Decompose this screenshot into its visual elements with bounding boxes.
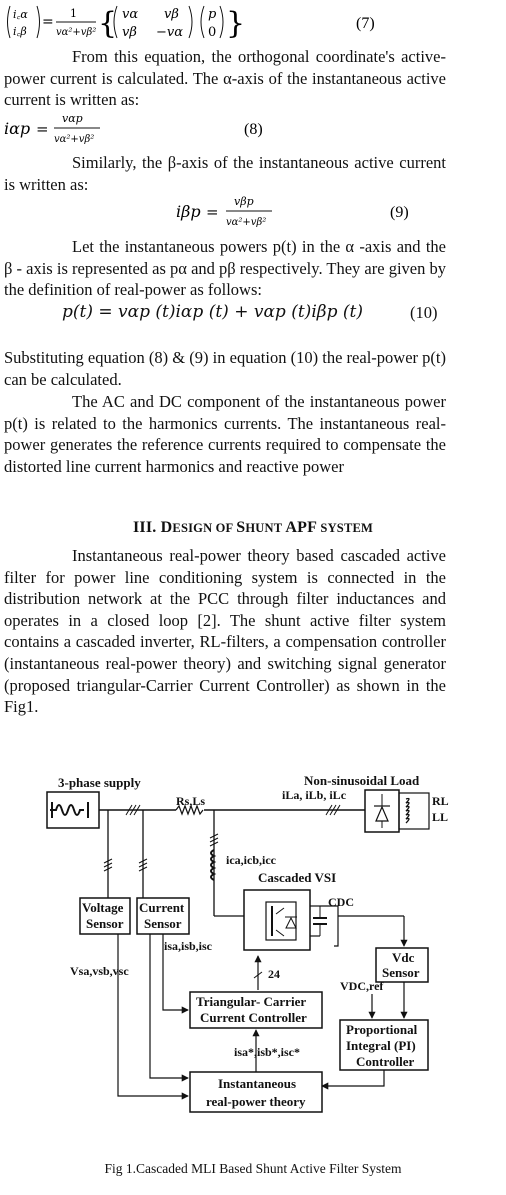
eq10-body: p(t) = vαp (t)iαp (t) + vαp (t)iβp (t) bbox=[62, 302, 363, 322]
eq9-lhs: iβp bbox=[176, 202, 201, 221]
heading-roman: III. D bbox=[132, 519, 173, 536]
heading-s: S bbox=[236, 519, 246, 536]
filter-currents-label: ica,icb,icc bbox=[226, 853, 277, 867]
ref-currents-label: isa*,isb*,isc* bbox=[234, 1045, 300, 1059]
cdc-label: CDC bbox=[328, 895, 354, 909]
eq7-lhs-cb: i꜀β bbox=[13, 25, 27, 38]
eq8-number: (8) bbox=[244, 121, 263, 138]
heading-word1: ESIGN OF bbox=[172, 521, 237, 535]
eq7-v1: p bbox=[208, 7, 217, 22]
equation-9: iβp = vβp vα²+vβ² (9) bbox=[4, 193, 484, 233]
voltage-sensor-l2: Sensor bbox=[86, 916, 124, 931]
eq7-frac-den: vα²+vβ² bbox=[56, 27, 96, 38]
vdc-sensor-l2: Sensor bbox=[382, 965, 420, 980]
svg-text:=: = bbox=[36, 120, 49, 138]
eq7-frac-num: 1 bbox=[70, 7, 77, 20]
rl-label: RL bbox=[432, 794, 449, 808]
paragraph-1: From this equation, the orthogonal coord… bbox=[4, 47, 446, 110]
eq7-m12: vβ bbox=[164, 7, 179, 22]
pulses-label: 24 bbox=[268, 967, 280, 981]
svg-text:}: } bbox=[226, 6, 245, 41]
source-currents-label: isa,isb,isc bbox=[164, 939, 213, 953]
tccc-l2: Current Controller bbox=[200, 1010, 307, 1025]
eq8-num: vαp bbox=[62, 112, 83, 125]
irp-l1: Instantaneous bbox=[218, 1076, 296, 1091]
equation-8-svg: iαp = vαp vα²+vβ² (8) bbox=[4, 112, 263, 145]
tccc-l1: Triangular- Carrier bbox=[196, 994, 306, 1009]
current-sensor-l1: Current bbox=[139, 900, 185, 915]
pi-l1: Proportional bbox=[346, 1022, 418, 1037]
paragraph-6: Instantaneous real-power theory based ca… bbox=[4, 546, 446, 717]
svg-text:{: { bbox=[98, 6, 117, 41]
heading-word2: HUNT bbox=[245, 521, 286, 535]
figure-1: 3-phase supply Non-sinusoidal Load Rs,Ls… bbox=[0, 766, 506, 1126]
eq9-num: vβp bbox=[234, 195, 254, 208]
equation-7-svg: i꜀α i꜀β = 1 vα²+vβ² { vα vβ vβ −vα p 0 }… bbox=[7, 5, 375, 41]
rl-load-box bbox=[398, 792, 430, 830]
paragraph-3: Let the instantaneous powers p(t) in the… bbox=[4, 237, 446, 300]
load-label: Non-sinusoidal Load bbox=[304, 773, 420, 788]
vdc-ref-label: VDC,ref bbox=[340, 979, 384, 993]
ll-label: LL bbox=[432, 810, 448, 824]
voltage-sensor-box bbox=[79, 897, 131, 935]
svg-text:=: = bbox=[42, 14, 54, 30]
svg-text:=: = bbox=[206, 203, 219, 221]
cascaded-vsi-box bbox=[243, 889, 311, 951]
eq10-number: (10) bbox=[410, 303, 438, 322]
source-voltages-label: Vsa,vsb,vsc bbox=[70, 964, 129, 978]
vsi-label: Cascaded VSI bbox=[258, 870, 336, 885]
eq7-number: (7) bbox=[356, 15, 375, 32]
equation-7: i꜀α i꜀β = 1 vα²+vβ² { vα vβ vβ −vα p 0 }… bbox=[4, 2, 484, 42]
eq7-v2: 0 bbox=[208, 25, 216, 40]
paragraph-5: The AC and DC component of the instantan… bbox=[4, 392, 446, 476]
vdc-sensor-box bbox=[375, 947, 429, 983]
eq7-m21: vβ bbox=[122, 25, 137, 40]
current-sensor-l2: Sensor bbox=[144, 916, 182, 931]
equation-8: iαp = vαp vα²+vβ² (8) bbox=[4, 110, 484, 148]
rs-ls-label: Rs,Ls bbox=[176, 794, 205, 808]
paragraph-4: Substituting equation (8) & (9) in equat… bbox=[4, 348, 446, 389]
pi-l2: Integral (PI) bbox=[346, 1038, 416, 1053]
heading-apf: APF bbox=[285, 519, 318, 536]
supply-label: 3-phase supply bbox=[58, 775, 141, 790]
eq8-den: vα²+vβ² bbox=[54, 134, 94, 145]
paragraph-2: Similarly, the β-axis of the instantaneo… bbox=[4, 153, 446, 194]
equation-9-svg: iβp = vβp vα²+vβ² (9) bbox=[176, 195, 409, 228]
heading-word3: SYSTEM bbox=[317, 521, 374, 535]
equation-10: p(t) = vαp (t)iαp (t) + vαp (t)iβp (t) (… bbox=[4, 300, 484, 328]
eq9-den: vα²+vβ² bbox=[226, 217, 266, 228]
source-symbol bbox=[50, 804, 84, 816]
irp-l2: real-power theory bbox=[206, 1094, 306, 1109]
load-currents-label: iLa, iLb, iLc bbox=[282, 788, 347, 802]
pi-l3: Controller bbox=[356, 1054, 414, 1069]
eq7-lhs-ca: i꜀α bbox=[13, 8, 28, 21]
section-heading: III. DESIGN OF SHUNT APF SYSTEM bbox=[0, 519, 506, 537]
block-diagram: 3-phase supply Non-sinusoidal Load Rs,Ls… bbox=[46, 773, 449, 1113]
eq7-m22: −vα bbox=[156, 25, 183, 40]
tccc-box bbox=[189, 991, 323, 1029]
vdc-sensor-l1: Vdc bbox=[392, 950, 415, 965]
eq7-m11: vα bbox=[122, 7, 138, 22]
figure-caption: Fig 1.Cascaded MLI Based Shunt Active Fi… bbox=[104, 1161, 402, 1176]
voltage-sensor-l1: Voltage bbox=[82, 900, 124, 915]
eq8-lhs: iαp bbox=[4, 119, 30, 138]
eq9-number: (9) bbox=[390, 204, 409, 221]
